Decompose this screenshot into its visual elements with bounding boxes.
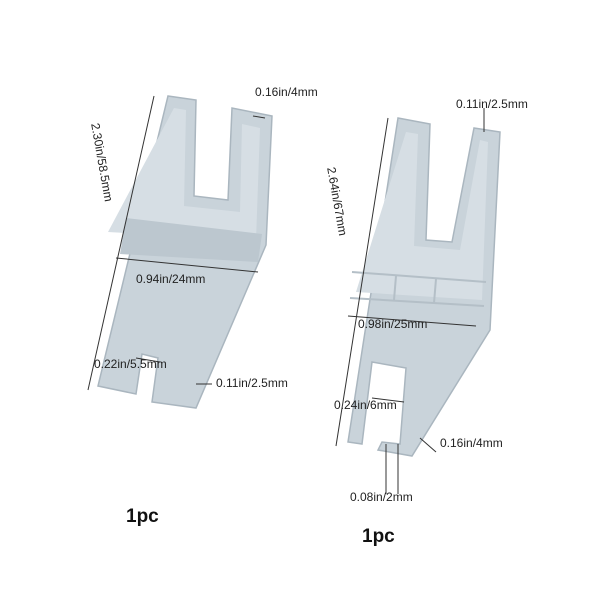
right-bottom-slot-dimension [371, 397, 405, 403]
right-tip-width-label: 0.08in/2mm [350, 490, 413, 504]
right-tip-height-label: 0.16in/4mm [440, 436, 503, 450]
left-bottom-slot-dimension [135, 357, 161, 363]
right-presser-piece [335, 108, 501, 494]
right-width-label: 0.98in/25mm [358, 317, 428, 331]
right-quantity-label: 1pc [362, 526, 395, 547]
right-top-prong-label: 0.11in/2.5mm [456, 97, 528, 111]
right-tip-height-dimension [419, 437, 437, 453]
left-width-dimension [115, 257, 259, 273]
left-bottom-slot-label: 0.22in/5.5mm [94, 357, 167, 371]
left-presser-piece [87, 95, 273, 409]
left-piece-inner-panel [108, 108, 260, 240]
right-width-dimension [347, 315, 477, 327]
right-piece-inner-panel [356, 132, 488, 300]
right-length-dimension [335, 117, 389, 447]
left-top-slot-dimension [252, 115, 266, 119]
left-top-slot-label: 0.16in/4mm [255, 85, 318, 99]
right-piece-grid [349, 271, 487, 307]
left-quantity-label: 1pc [126, 506, 159, 527]
left-prong-label: 0.11in/2.5mm [216, 376, 288, 390]
left-piece-band [120, 218, 262, 262]
right-bottom-slot-label: 0.24in/6mm [334, 398, 397, 412]
left-width-label: 0.94in/24mm [136, 272, 206, 286]
left-length-dimension [87, 95, 155, 391]
